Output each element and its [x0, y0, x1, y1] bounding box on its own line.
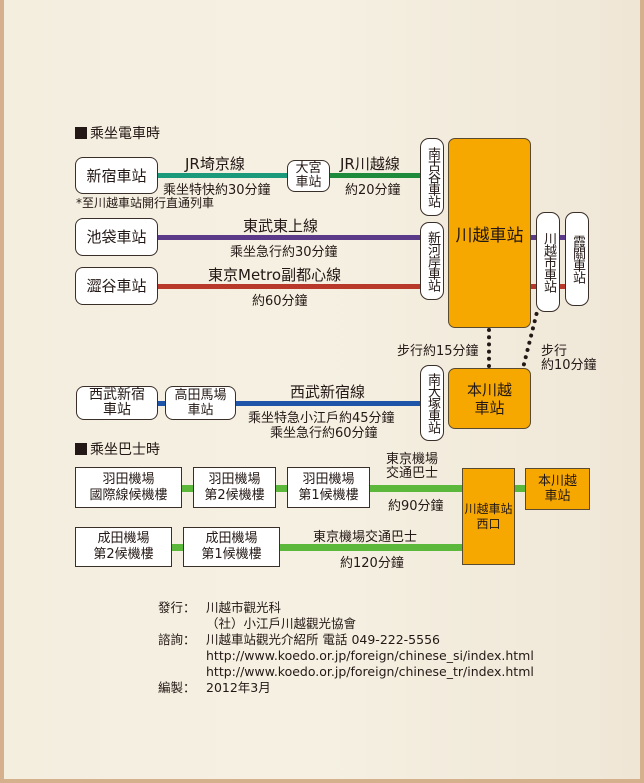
bus-line-honkawagoe: [515, 485, 525, 492]
line-label-fukutoshin: 東京Metro副都心線: [208, 266, 342, 284]
inquiry-label: 諮詢：: [158, 632, 196, 647]
station-kawagoeshi[interactable]: 川越市車站: [536, 212, 560, 312]
station-shibuya[interactable]: 澀谷車站: [75, 267, 158, 305]
train-heading: 乘坐電車時: [75, 123, 160, 143]
narita-bus-line: [172, 544, 462, 551]
hub-label: 川越車站: [455, 225, 524, 246]
inquiry-text: 川越車站觀光介紹所 電話 049-222-5556: [206, 632, 440, 647]
station-minami-furuya[interactable]: 南古谷車站: [420, 138, 444, 216]
narita-bus-label: 東京機場交通巴士: [313, 530, 418, 545]
hub-honkawagoe-station[interactable]: 本川越 車站: [448, 368, 531, 429]
station-takadanobaba[interactable]: 高田馬場 車站: [165, 386, 236, 420]
stop-haneda-t1[interactable]: 羽田機場 第1候機樓: [287, 467, 370, 508]
square-bullet-icon: [75, 127, 87, 139]
haneda-bus-label: 東京機場 交通巴士: [386, 452, 439, 481]
url-simplified[interactable]: http://www.koedo.or.jp/foreign/chinese_s…: [206, 648, 534, 663]
publisher-2: （社）小江戶川越觀光協會: [206, 616, 357, 631]
time-label: 乘坐特快約30分鐘: [163, 183, 271, 198]
station-label: 池袋車站: [86, 228, 147, 246]
publisher-label: 發行：: [158, 600, 196, 615]
station-kasumigaseki[interactable]: 霞關車站: [565, 212, 589, 306]
line-label-seibu-shinjuku: 西武新宿線: [290, 383, 366, 401]
frame-left: [0, 0, 4, 783]
haneda-time-label: 約90分鐘: [388, 499, 444, 514]
edit-date: 2012年3月: [206, 680, 271, 695]
seibu-shinjuku-line: [158, 401, 428, 406]
jr-saikyo-line: [158, 173, 288, 178]
line-label-jr-kawagoe: JR川越線: [340, 155, 400, 173]
walk-label-10a: 步行: [541, 344, 568, 359]
station-shingashi[interactable]: 新河岸車站: [420, 222, 444, 300]
jr-kawagoe-line: [330, 173, 422, 178]
stop-kawagoe-west-exit[interactable]: 川越車站 西口: [462, 468, 515, 565]
frame-bottom: [0, 779, 644, 783]
edit-label: 編製：: [158, 680, 196, 695]
station-seibu-shinjuku[interactable]: 西武新宿 車站: [76, 386, 158, 420]
time-label: 乘坐急行約30分鐘: [230, 245, 338, 260]
station-shinjuku[interactable]: 新宿車站: [75, 157, 158, 194]
walk-label-15: 步行約15分鐘: [397, 344, 479, 359]
station-ikebukuro[interactable]: 池袋車站: [75, 218, 158, 256]
tobu-tojo-line: [158, 235, 420, 240]
frame-right: [640, 0, 644, 783]
hub-label: 本川越 車站: [466, 380, 512, 417]
stop-narita-t2[interactable]: 成田機場 第2候機樓: [75, 527, 172, 567]
station-minami-otsuka[interactable]: 南大塚車站: [420, 365, 444, 441]
stop-honkawagoe[interactable]: 本川越 車站: [525, 468, 590, 510]
url-traditional[interactable]: http://www.koedo.or.jp/foreign/chinese_t…: [206, 664, 534, 679]
narita-time-label: 約120分鐘: [340, 556, 404, 571]
bus-heading: 乘坐巴士時: [75, 439, 160, 459]
publisher-1: 川越市觀光科: [206, 600, 282, 615]
info-block: 發行： 川越市觀光科 （社）小江戶川越觀光協會 諮詢： 川越車站觀光介紹所 電話 0…: [158, 600, 534, 696]
walk-label-10b: 約10分鐘: [541, 358, 597, 373]
stop-haneda-international[interactable]: 羽田機場 國際線候機樓: [75, 467, 182, 508]
time-label: 乘坐特急小江戶約45分鐘: [248, 411, 395, 426]
bus-heading-text: 乘坐巴士時: [90, 442, 160, 458]
line-label-jr-saikyo: JR埼京線: [185, 155, 245, 173]
train-heading-text: 乘坐電車時: [90, 126, 160, 142]
station-label: 新宿車站: [86, 166, 147, 185]
fukutoshin-line: [158, 284, 420, 289]
line-label-tobu-tojo: 東武東上線: [243, 217, 319, 235]
station-label: 澀谷車站: [86, 277, 147, 295]
time-label: 約20分鐘: [345, 183, 401, 198]
walk-path-15: [487, 328, 491, 368]
station-omiya[interactable]: 大宮 車站: [287, 160, 330, 192]
stop-haneda-t2[interactable]: 羽田機場 第2候機樓: [193, 467, 276, 508]
square-bullet-icon: [75, 443, 87, 455]
stop-narita-t1[interactable]: 成田機場 第1候機樓: [183, 527, 280, 567]
note-label: *至川越車站開行直通列車: [76, 196, 215, 210]
time-label: 約60分鐘: [252, 294, 308, 309]
time-label: 乘坐急行約60分鐘: [270, 426, 378, 441]
hub-kawagoe-station[interactable]: 川越車站: [448, 138, 531, 328]
